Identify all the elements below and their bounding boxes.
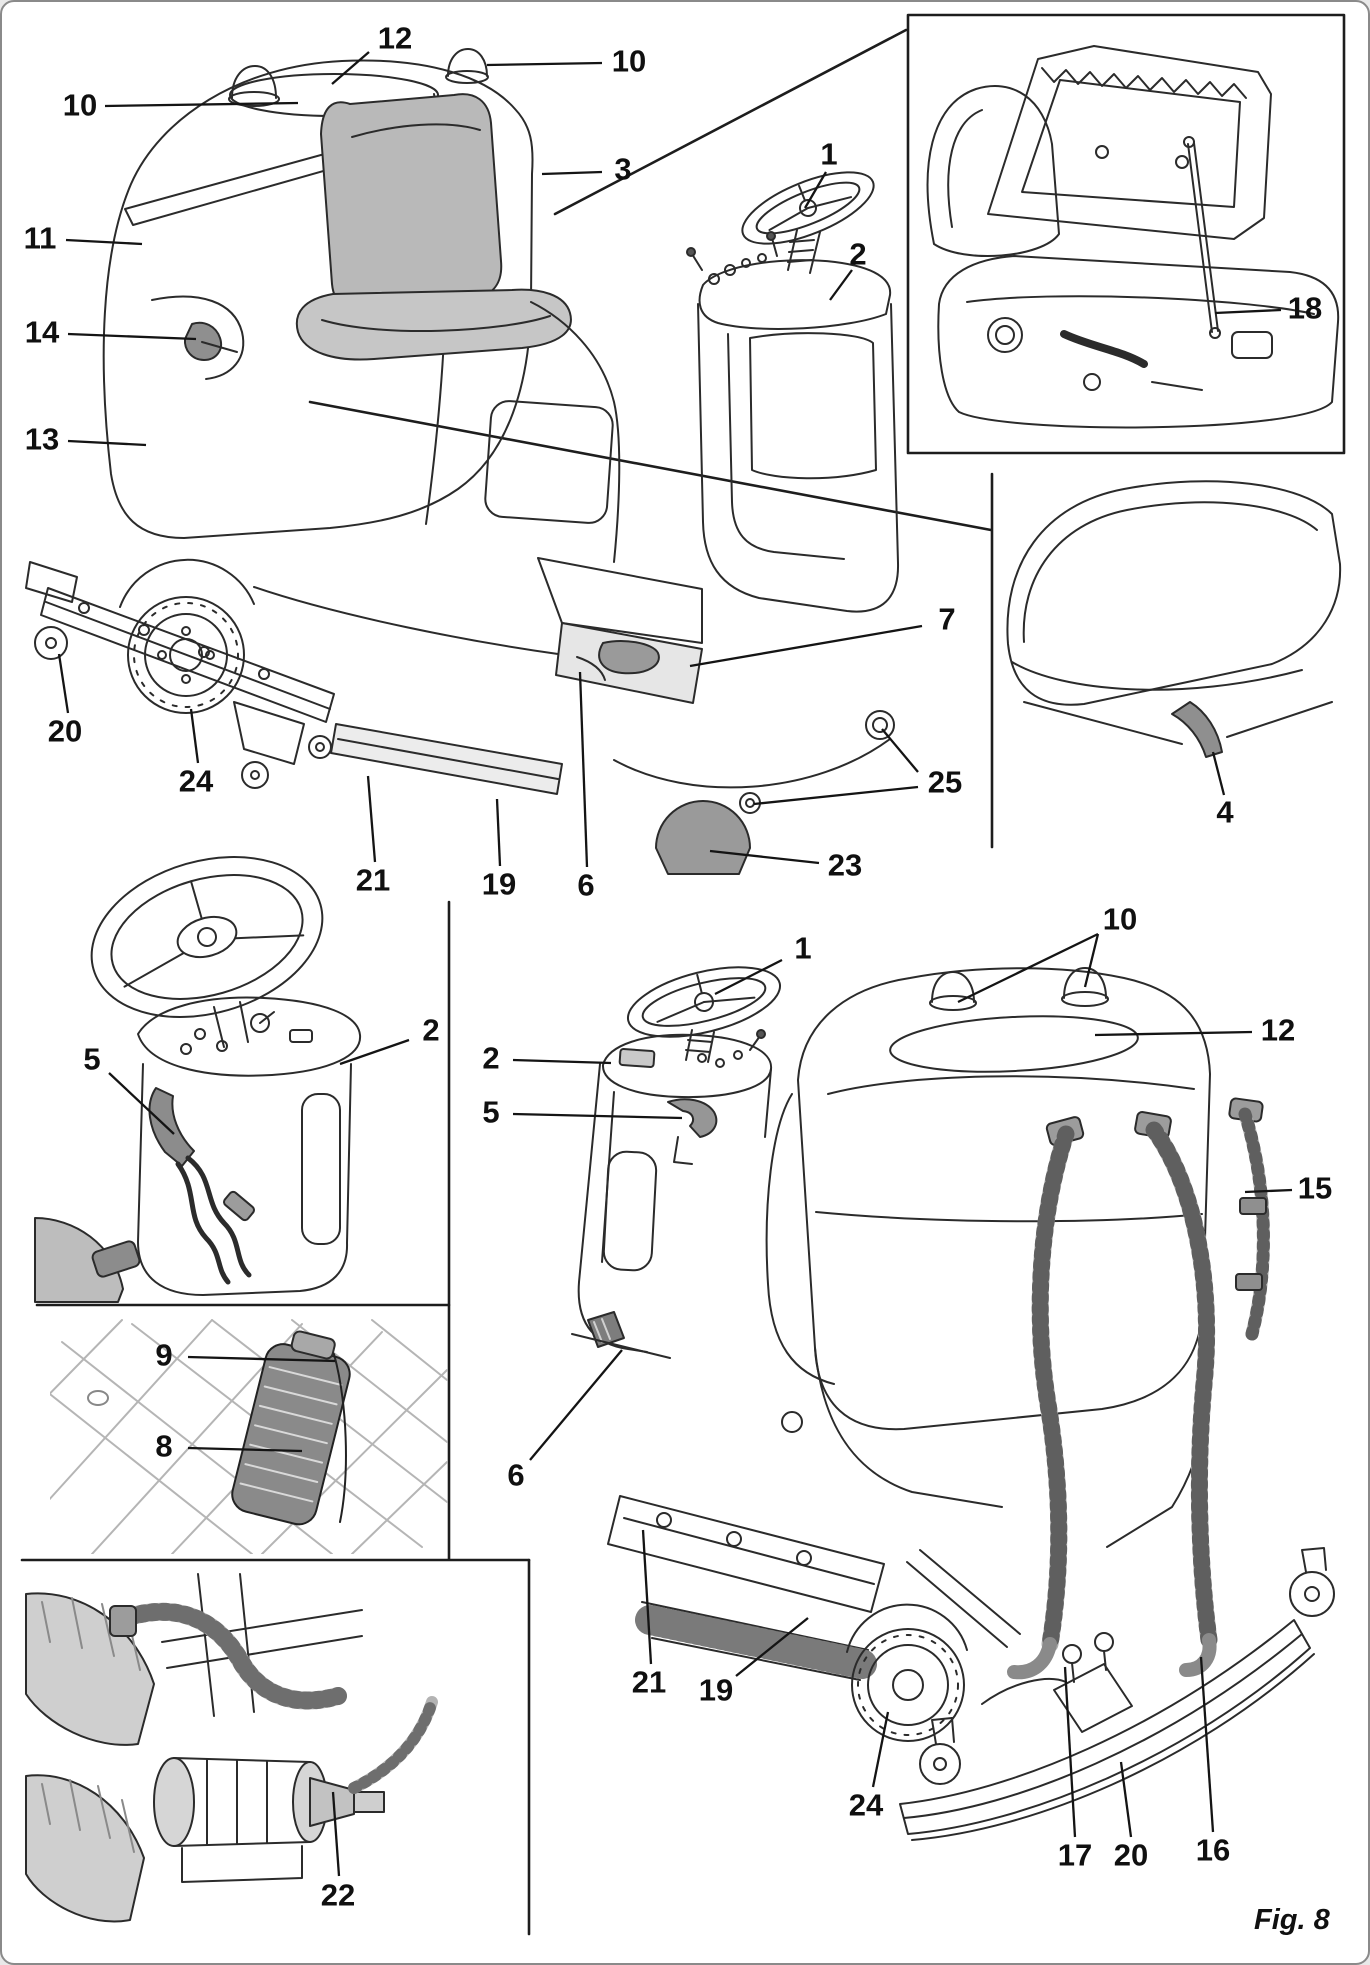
drain-hose bbox=[1134, 1111, 1209, 1670]
leader-line-21 bbox=[641, 1529, 653, 1665]
front-console bbox=[698, 304, 898, 612]
leader-line-11 bbox=[65, 238, 143, 246]
beacon-left bbox=[229, 66, 279, 106]
drive-wheel bbox=[847, 1605, 967, 1741]
beacon-right-2 bbox=[1062, 968, 1108, 1006]
rear-squeegee bbox=[900, 1548, 1334, 1840]
beacon-left-2 bbox=[930, 972, 976, 1010]
leader-line-5 bbox=[108, 1072, 175, 1135]
leader-line-14 bbox=[67, 332, 197, 341]
steering-wheel-large bbox=[73, 831, 342, 1042]
leader-line-3 bbox=[541, 170, 603, 176]
steering-wheel-2 bbox=[621, 954, 787, 1062]
squeegee-assembly bbox=[26, 562, 334, 788]
rear-wheel bbox=[656, 801, 750, 874]
leader-line-2 bbox=[829, 269, 853, 301]
leader-line-4 bbox=[1211, 751, 1226, 796]
pedal-2 bbox=[572, 1312, 670, 1358]
control-panel bbox=[687, 232, 890, 329]
leader-line-19 bbox=[735, 1617, 809, 1677]
pedal bbox=[228, 1325, 357, 1528]
suction-motor bbox=[154, 1758, 384, 1846]
suction-motor-detail-illustration bbox=[26, 1574, 432, 1921]
leader-line-15 bbox=[1244, 1188, 1293, 1194]
leader-line-10 bbox=[486, 61, 603, 67]
panel-borders bbox=[22, 15, 1344, 1934]
rear-fittings bbox=[740, 711, 894, 813]
leader-line-10 bbox=[1083, 933, 1100, 988]
column-lever-2 bbox=[668, 1099, 716, 1137]
leader-line-20 bbox=[1119, 1761, 1133, 1838]
footboard bbox=[538, 558, 702, 703]
leader-line-10 bbox=[104, 101, 299, 108]
leader-line-2 bbox=[512, 1058, 612, 1065]
leader-line-24 bbox=[189, 708, 200, 764]
leader-line-18 bbox=[1214, 308, 1282, 315]
leader-line-23 bbox=[709, 849, 820, 865]
leader-line-6 bbox=[578, 671, 589, 868]
leader-line-1 bbox=[714, 958, 783, 996]
leader-line-20 bbox=[57, 653, 70, 714]
seat-lever-detail-illustration bbox=[1007, 481, 1340, 757]
suction-hose bbox=[1014, 1116, 1084, 1672]
seat bbox=[297, 94, 571, 359]
leader-line-22 bbox=[331, 1791, 341, 1877]
leader-line-10 bbox=[957, 932, 1099, 1004]
leader-line-19 bbox=[495, 798, 502, 867]
leader-line-21 bbox=[366, 775, 377, 863]
steering-wheel bbox=[733, 158, 882, 273]
figure-caption: Fig. 8 bbox=[1254, 1904, 1330, 1936]
steering-column-detail-illustration bbox=[35, 831, 360, 1302]
leader-line-17 bbox=[1063, 1666, 1077, 1838]
side-lever bbox=[152, 297, 243, 379]
leader-line-24 bbox=[871, 1711, 890, 1788]
beacon-right bbox=[446, 49, 488, 83]
leader-line-12 bbox=[331, 51, 370, 85]
leader-line-7 bbox=[689, 624, 923, 668]
leader-line-12 bbox=[1094, 1030, 1253, 1037]
hood-open-detail-illustration bbox=[928, 46, 1339, 427]
leader-line-16 bbox=[1199, 1656, 1215, 1833]
leader-line-5 bbox=[512, 1112, 683, 1120]
front-left-view-illustration bbox=[26, 49, 898, 874]
brush-deck bbox=[608, 1496, 884, 1680]
leader-line-8 bbox=[187, 1446, 303, 1453]
front-bumper-bar bbox=[331, 724, 562, 794]
leader-line-9 bbox=[187, 1355, 336, 1363]
seat-adjust-lever bbox=[1172, 702, 1222, 757]
leader-line-6 bbox=[529, 1349, 623, 1461]
leader-line-25 bbox=[881, 728, 919, 773]
pedal-detail-illustration bbox=[22, 1320, 447, 1554]
leader-line-2 bbox=[339, 1038, 410, 1066]
strap-hose bbox=[1229, 1098, 1266, 1334]
leader-line-1 bbox=[804, 171, 827, 209]
leader-line-25 bbox=[753, 785, 919, 806]
leader-line-13 bbox=[67, 439, 147, 447]
rear-right-view-illustration bbox=[572, 954, 1334, 1840]
